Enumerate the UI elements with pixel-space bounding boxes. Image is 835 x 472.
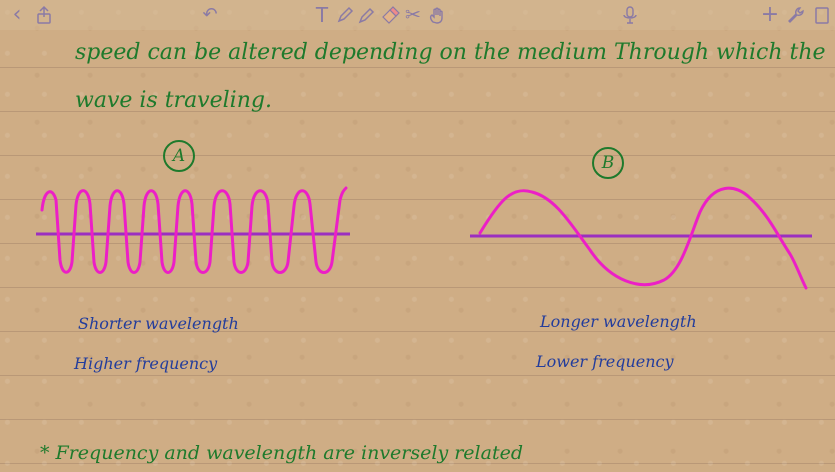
wave-b-frequency-label: Lower frequency [536, 352, 674, 371]
microphone-icon[interactable] [619, 4, 641, 26]
eraser-tool-icon[interactable] [379, 4, 401, 26]
add-icon[interactable]: + [760, 2, 780, 27]
note-line-2: wave is traveling. [75, 88, 272, 113]
wave-b-curve [478, 186, 808, 290]
share-icon[interactable] [33, 4, 55, 26]
scissors-tool-icon[interactable]: ✂ [405, 4, 421, 26]
label-a: A [163, 140, 195, 172]
wrench-icon[interactable] [784, 4, 806, 26]
hand-tool-icon[interactable] [426, 4, 448, 26]
label-b: B [592, 147, 624, 179]
back-icon[interactable]: ‹ [12, 2, 22, 27]
pen-tool-icon[interactable] [334, 4, 356, 26]
wave-b-wavelength-label: Longer wavelength [540, 312, 697, 331]
wave-a-curve [40, 186, 348, 274]
wave-a-wavelength-label: Shorter wavelength [78, 314, 239, 333]
wave-a-frequency-label: Higher frequency [74, 354, 218, 373]
page-icon[interactable] [811, 4, 833, 26]
text-tool-icon[interactable]: T [315, 3, 329, 27]
highlighter-tool-icon[interactable] [356, 4, 378, 26]
undo-icon[interactable]: ↶ [202, 4, 218, 25]
toolbar: ‹ ↶ T ✂ [0, 0, 835, 30]
note-line-1: speed can be altered depending on the me… [75, 40, 826, 65]
conclusion-note: * Frequency and wavelength are inversely… [40, 442, 523, 464]
